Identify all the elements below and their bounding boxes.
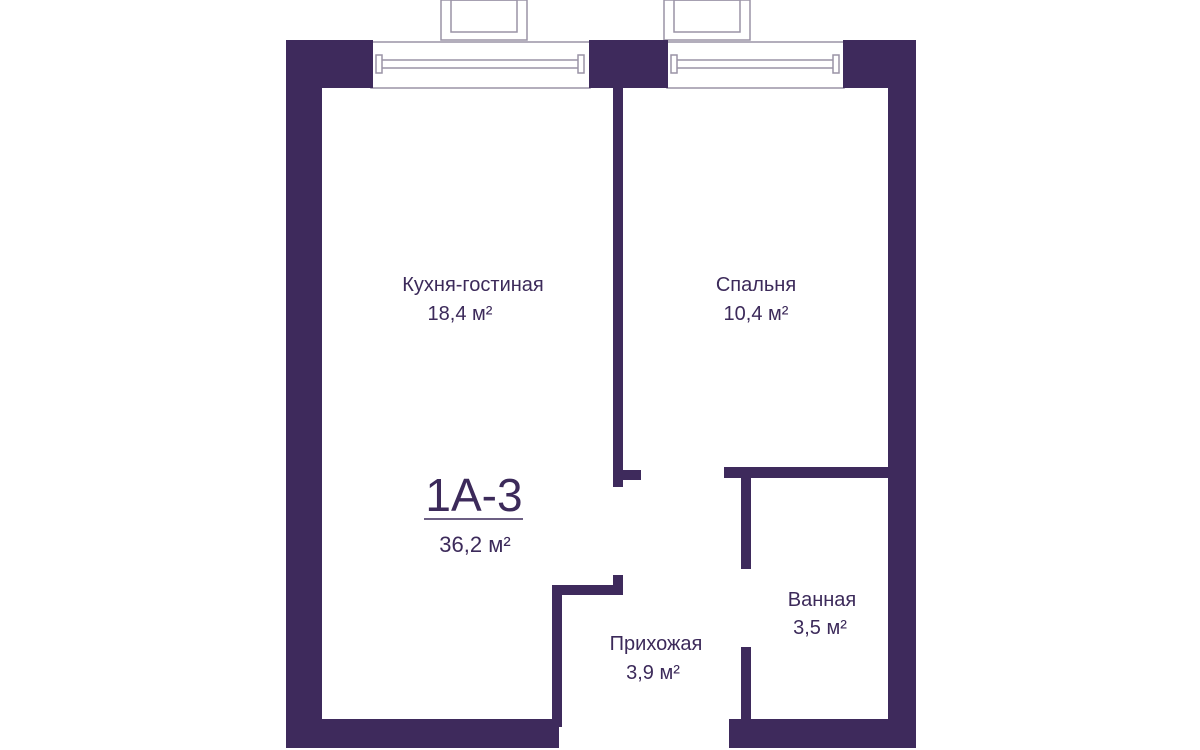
balcony-left xyxy=(440,0,528,41)
walls xyxy=(286,40,916,748)
unit-total-area: 36,2 м² xyxy=(439,532,510,557)
wall-bottom-left xyxy=(286,719,559,748)
wall-hall-top xyxy=(552,585,623,595)
room-name-bathroom: Ванная xyxy=(788,589,857,611)
wall-partition-stub xyxy=(613,470,641,480)
wall-bottom-right xyxy=(729,719,916,748)
wall-bath-left-upper xyxy=(741,467,751,569)
room-area-bathroom: 3,5 м² xyxy=(793,617,847,639)
room-area-hallway: 3,9 м² xyxy=(626,662,680,684)
wall-top-left xyxy=(286,40,373,88)
wall-outer-right xyxy=(888,40,916,748)
window-right xyxy=(666,41,845,89)
wall-partition-vertical xyxy=(613,85,623,487)
room-name-bedroom: Спальня xyxy=(716,274,796,296)
balcony-right xyxy=(663,0,751,41)
wall-bedroom-bath xyxy=(724,467,894,478)
window-left xyxy=(370,41,591,89)
room-name-kitchen-living: Кухня-гостиная xyxy=(402,274,544,296)
unit-code: 1A-3 xyxy=(425,469,522,521)
wall-outer-left xyxy=(286,40,322,748)
wall-top-middle xyxy=(589,40,668,88)
room-area-kitchen-living: 18,4 м² xyxy=(428,303,493,325)
wall-hall-stub xyxy=(613,575,623,595)
room-name-hallway: Прихожая xyxy=(610,633,703,655)
wall-hall-left xyxy=(552,585,562,727)
room-area-bedroom: 10,4 м² xyxy=(724,303,789,325)
wall-bath-left-lower xyxy=(741,647,751,727)
